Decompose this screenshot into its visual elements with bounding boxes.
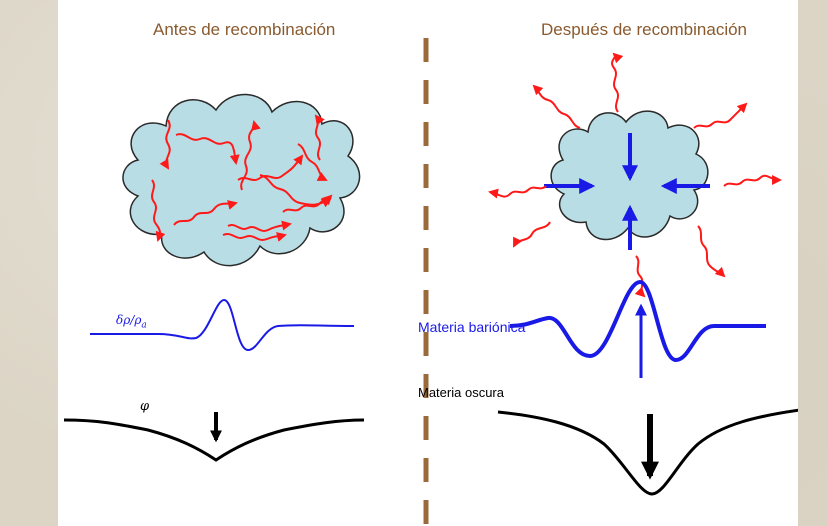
photon-path [314,114,325,161]
photon-path [227,220,292,232]
photon-path [513,221,551,248]
heading-before-recombination: Antes de recombinación [153,20,336,39]
photons-before [151,114,333,242]
photon-path [175,133,240,165]
photon-path [151,179,166,242]
infall-arrows [544,133,710,250]
photon-path [259,174,332,208]
density-contrast-subscript: a [141,320,147,331]
diagram-panel: Antes de recombinación Después de recomb… [58,0,798,526]
potential-curve-before [63,418,365,462]
potential-label: φ [140,399,150,414]
heading-after-recombination: Después de recombinación [541,20,748,39]
photon-path [297,143,328,181]
photon-path [173,200,238,226]
density-contrast-symbol: δρ/ρ [116,313,142,327]
photon-path [222,232,287,242]
potential-curve-after [497,408,798,496]
density-contrast-label: δρ/ρa [116,313,147,330]
baryonic-matter-label: Materia bariónica [418,319,526,335]
photon-path [282,194,333,213]
photon-path [693,102,748,129]
photon-path [634,255,646,298]
photon-path [611,52,624,113]
photon-path [697,225,726,278]
baryon-curve-after [509,279,766,363]
recombination-diagram [63,38,798,526]
photon-path [723,174,782,187]
dark-matter-label: Materia oscura [418,385,504,400]
baryon-curve-before [90,298,355,352]
photons-after [488,52,782,298]
photon-path [532,84,581,129]
photon-path [237,154,304,181]
photon-path [488,185,547,199]
photon-path [159,119,171,170]
